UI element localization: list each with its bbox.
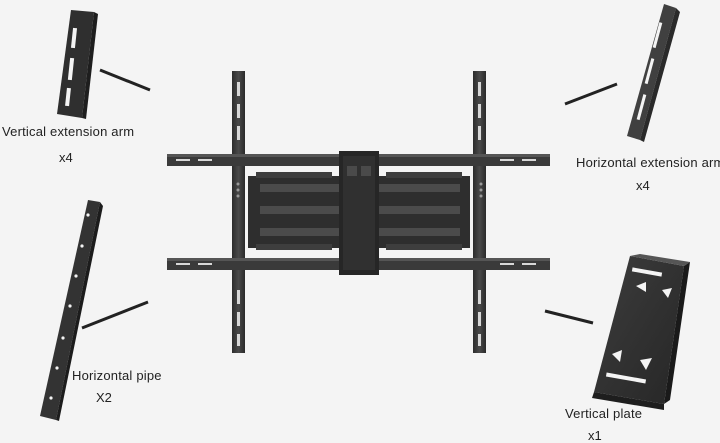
horizontal-pipe-leader	[81, 300, 149, 330]
horizontal-pipe-label: Horizontal pipe	[72, 368, 162, 383]
left-vertical-rail	[232, 71, 245, 353]
horizontal-pipe-quantity: X2	[96, 390, 112, 405]
horizontal-extension-arm-leader	[564, 82, 618, 106]
horizontal-pipe-part	[40, 200, 103, 421]
vertical-plate-leader	[544, 309, 594, 325]
horizontal-extension-arm-part	[627, 4, 680, 142]
vertical-plate-quantity: x1	[588, 428, 602, 443]
vertical-plate-label: Vertical plate	[565, 406, 643, 421]
wall-mount-assembly	[167, 71, 550, 353]
vertical-plate-part	[592, 254, 690, 410]
vertical-extension-arm-quantity: x4	[59, 150, 73, 165]
vertical-extension-arm-label: Vertical extension arm	[2, 124, 135, 139]
vertical-extension-arm-part	[57, 10, 98, 119]
horizontal-extension-arm-label: Horizontal extension arm	[576, 155, 720, 170]
right-vertical-rail	[473, 71, 486, 353]
horizontal-extension-arm-quantity: x4	[636, 178, 650, 193]
vertical-extension-arm-leader	[99, 68, 151, 92]
